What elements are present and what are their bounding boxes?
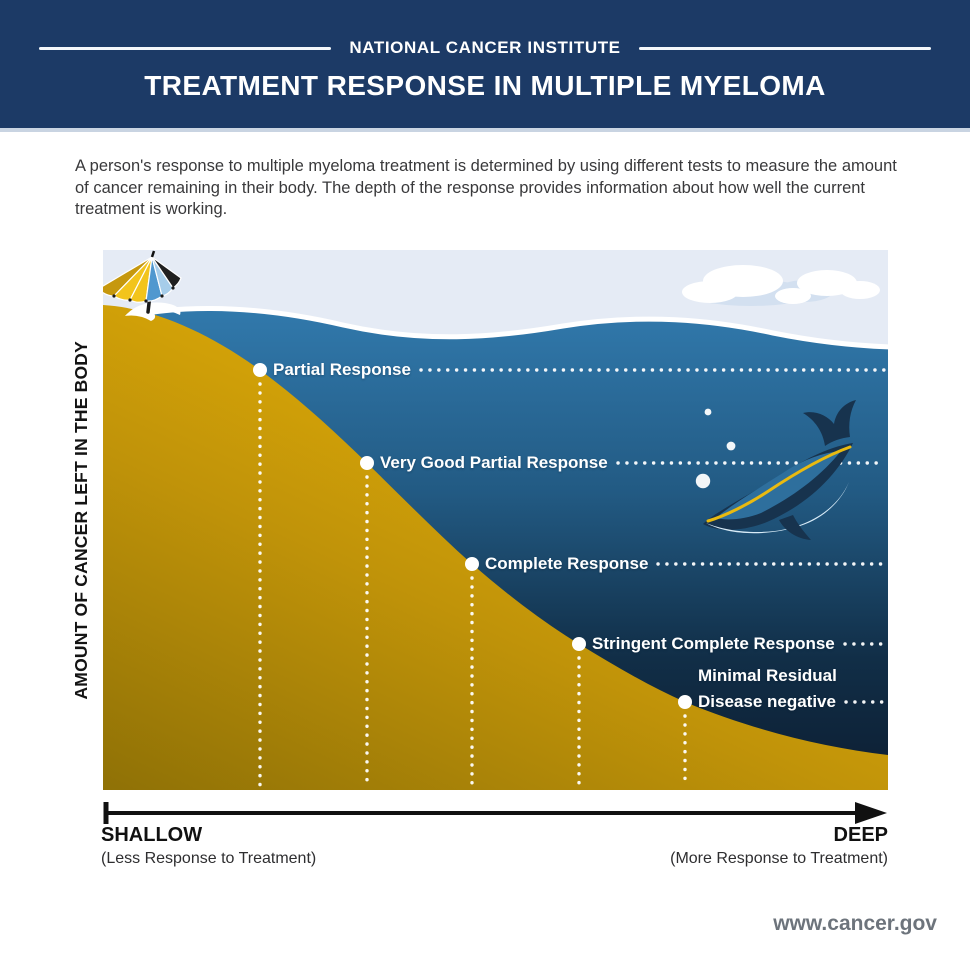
x-axis-left-label: SHALLOW: [101, 824, 203, 846]
marker-dot: [360, 456, 374, 470]
website-url: www.cancer.gov: [773, 912, 937, 935]
wave-curl: [125, 302, 181, 321]
x-axis-right-label: DEEP: [833, 824, 888, 846]
whale-illustration: [703, 400, 856, 540]
page-title: TREATMENT RESPONSE IN MULTIPLE MYELOMA: [144, 70, 826, 101]
marker-dot: [572, 637, 586, 651]
marker-dot: [678, 695, 692, 709]
sand-slope: [103, 305, 888, 790]
header-eyebrow-row: NATIONAL CANCER INSTITUTE: [0, 38, 970, 58]
chart-scene-svg: [103, 250, 888, 790]
clouds-illustration: [682, 265, 880, 306]
y-axis-label-wrap: AMOUNT OF CANCER LEFT IN THE BODY: [68, 250, 94, 790]
wave-foam: [103, 306, 888, 350]
organization-name: NATIONAL CANCER INSTITUTE: [349, 38, 621, 57]
marker-dot: [465, 557, 479, 571]
x-axis-arrow: [103, 802, 887, 824]
beach-umbrella-icon: [103, 250, 182, 314]
markers-layer: [253, 363, 887, 789]
eyebrow-left-rule: [39, 46, 332, 50]
x-axis-right-sublabel: (More Response to Treatment): [670, 850, 888, 867]
bubbles: [695, 408, 736, 489]
marker-dot: [253, 363, 267, 377]
intro-paragraph: A person's response to multiple myeloma …: [75, 157, 897, 218]
eyebrow-right-rule: [638, 46, 931, 50]
x-axis-left-sublabel: (Less Response to Treatment): [101, 850, 317, 867]
y-axis-label: AMOUNT OF CANCER LEFT IN THE BODY: [70, 340, 91, 700]
header-banner: NATIONAL CANCER INSTITUTE TREATMENT RESP…: [0, 0, 970, 132]
